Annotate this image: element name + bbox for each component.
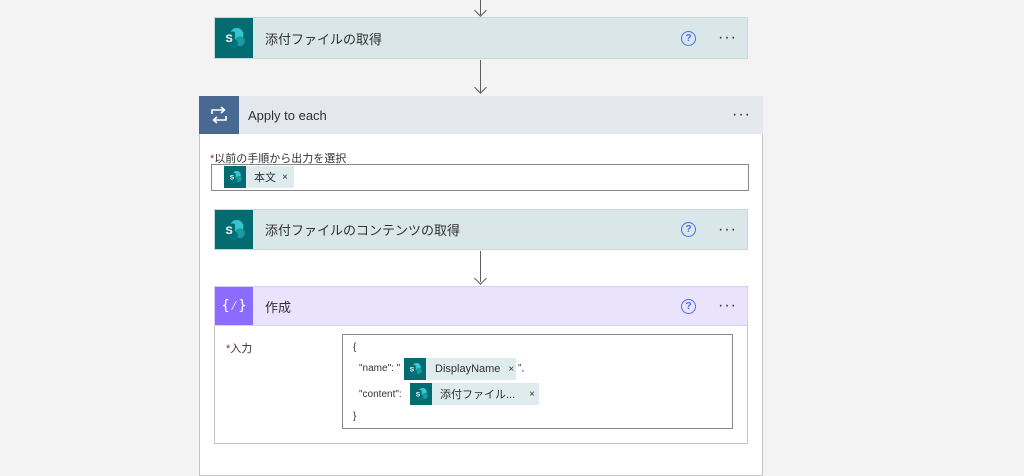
more-options-icon[interactable]: ··· — [718, 29, 737, 46]
sharepoint-icon — [410, 383, 432, 405]
select-output-label: *以前の手順から出力を選択 — [210, 153, 347, 165]
input-label: *入力 — [226, 343, 253, 355]
close-icon[interactable]: × — [282, 171, 288, 183]
apply-to-each-header[interactable]: Apply to each ··· — [199, 96, 763, 134]
compose-title: 作成 — [265, 299, 292, 315]
more-options-icon[interactable]: ··· — [732, 106, 751, 123]
help-icon[interactable]: ? — [681, 298, 697, 314]
token-label: 本文 — [254, 172, 276, 184]
help-icon[interactable]: ? — [681, 30, 697, 46]
sharepoint-icon — [215, 18, 253, 58]
select-output-field[interactable] — [211, 164, 749, 191]
name-key: "name": " — [359, 363, 401, 374]
compose-header[interactable]: {⁄} 作成 ? ··· — [214, 286, 748, 326]
attachment-token[interactable]: 添付ファイル... × — [410, 383, 539, 405]
open-brace: { — [353, 342, 357, 353]
close-icon[interactable]: × — [529, 388, 536, 400]
close-brace: } — [353, 411, 357, 422]
compose-braces-icon: {⁄} — [215, 287, 253, 325]
body-token[interactable]: 本文 × — [224, 166, 294, 188]
token-label: DisplayName — [435, 363, 501, 375]
sharepoint-icon — [404, 358, 426, 380]
sharepoint-icon — [215, 210, 253, 249]
token-label: 添付ファイル... — [440, 389, 516, 401]
help-icon[interactable]: ? — [681, 222, 697, 237]
card-title: 添付ファイルの取得 — [265, 31, 383, 47]
close-icon[interactable]: × — [508, 363, 515, 375]
required-mark: * — [226, 343, 231, 355]
displayname-token[interactable]: DisplayName × — [404, 358, 516, 380]
more-options-icon[interactable]: ··· — [718, 220, 737, 238]
content-key: "content": — [359, 389, 402, 400]
more-options-icon[interactable]: ··· — [718, 297, 737, 314]
get-attachment-content-card[interactable]: 添付ファイルのコンテンツの取得 ? ··· — [214, 209, 748, 250]
loop-icon — [199, 96, 239, 134]
sharepoint-icon — [224, 166, 246, 188]
required-mark: * — [210, 153, 215, 165]
compose-input-field[interactable] — [342, 334, 733, 429]
get-attachments-card[interactable]: 添付ファイルの取得 ? ··· — [214, 17, 748, 59]
card-title: 添付ファイルのコンテンツの取得 — [265, 223, 461, 238]
apply-to-each-title: Apply to each — [248, 107, 327, 123]
name-suffix: ", — [518, 363, 525, 374]
